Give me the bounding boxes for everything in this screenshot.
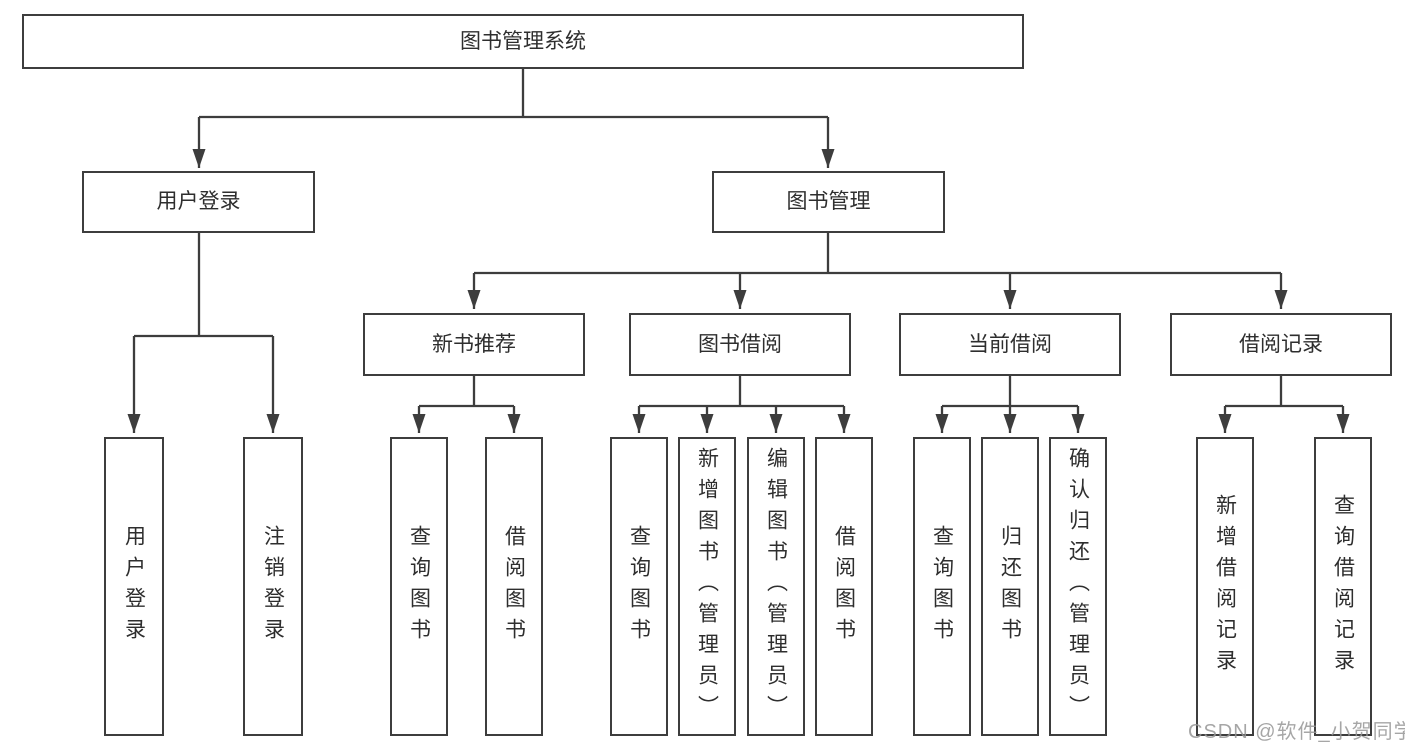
node-confirm-return-admin: 确认归还（管理员） <box>1049 437 1107 736</box>
node-return-books: 归还图书 <box>981 437 1039 736</box>
node-borrowing-records: 借阅记录 <box>1170 313 1392 376</box>
node-new-book-recommend: 新书推荐 <box>363 313 585 376</box>
node-borrow-books: 借阅图书 <box>815 437 873 736</box>
node-add-borrow-record: 新增借阅记录 <box>1196 437 1254 736</box>
node-add-books-admin: 新增图书（管理员） <box>678 437 736 736</box>
node-user-login: 用户登录 <box>104 437 164 736</box>
node-query-books-recommend: 查询图书 <box>390 437 448 736</box>
node-logout: 注销登录 <box>243 437 303 736</box>
node-current-borrowing: 当前借阅 <box>899 313 1121 376</box>
node-library-management-system: 图书管理系统 <box>22 14 1024 69</box>
node-borrow-books-recommend: 借阅图书 <box>485 437 543 736</box>
node-query-borrow-record: 查询借阅记录 <box>1314 437 1372 736</box>
node-book-borrowing: 图书借阅 <box>629 313 851 376</box>
node-query-books-borrowing: 查询图书 <box>610 437 668 736</box>
node-query-books-current: 查询图书 <box>913 437 971 736</box>
node-user-login-module: 用户登录 <box>82 171 315 233</box>
node-edit-books-admin: 编辑图书（管理员） <box>747 437 805 736</box>
node-book-management-module: 图书管理 <box>712 171 945 233</box>
csdn-watermark: CSDN @软件_小贺同学 <box>1188 721 1405 743</box>
